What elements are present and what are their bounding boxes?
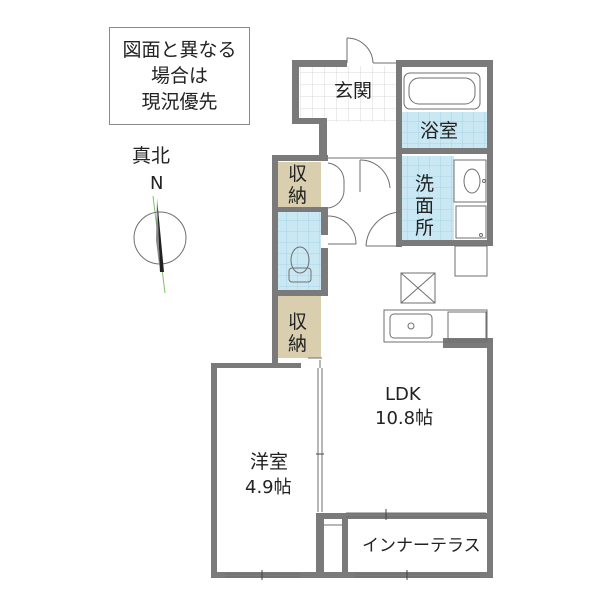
storage-lower-label-2: 納 — [288, 333, 307, 355]
entrance-label: 玄関 — [334, 80, 372, 102]
compass-letter: N — [150, 173, 163, 194]
storage-upper-fill — [278, 162, 321, 208]
entrance-floor — [300, 66, 396, 122]
fixtures — [225, 37, 488, 578]
washroom-floor — [402, 156, 454, 242]
ldk-size-label: 10.8帖 — [375, 408, 433, 429]
washroom-label-1: 洗 — [415, 173, 434, 195]
western-room-label: 洋室 — [250, 451, 288, 473]
bathroom-label: 浴室 — [420, 120, 458, 142]
western-room-size-label: 4.9帖 — [245, 477, 292, 498]
window-ticks — [261, 453, 408, 580]
notice-line-3: 現況優先 — [141, 91, 218, 113]
notice-line-1: 図面と異なる — [122, 39, 237, 61]
storage-upper-label-1: 収 — [288, 163, 307, 185]
notice-line-2: 場合は — [150, 65, 208, 87]
compass-label: 真北 — [132, 145, 170, 167]
washroom-label-2: 面 — [415, 195, 434, 217]
notice-box: 図面と異なる 場合は 現況優先 — [109, 27, 250, 125]
washroom-label-3: 所 — [415, 217, 434, 239]
inner-terrace-label: インナーテラス — [362, 536, 481, 556]
toilet-floor — [278, 212, 321, 290]
storage-upper-label-2: 納 — [288, 185, 307, 207]
compass: N 真北 — [132, 145, 187, 294]
ldk-label: LDK — [385, 384, 422, 405]
storage-lower-fill — [278, 296, 321, 358]
storage-lower-label-1: 収 — [288, 311, 307, 333]
walls — [211, 60, 493, 578]
bathroom-floor — [402, 112, 488, 148]
